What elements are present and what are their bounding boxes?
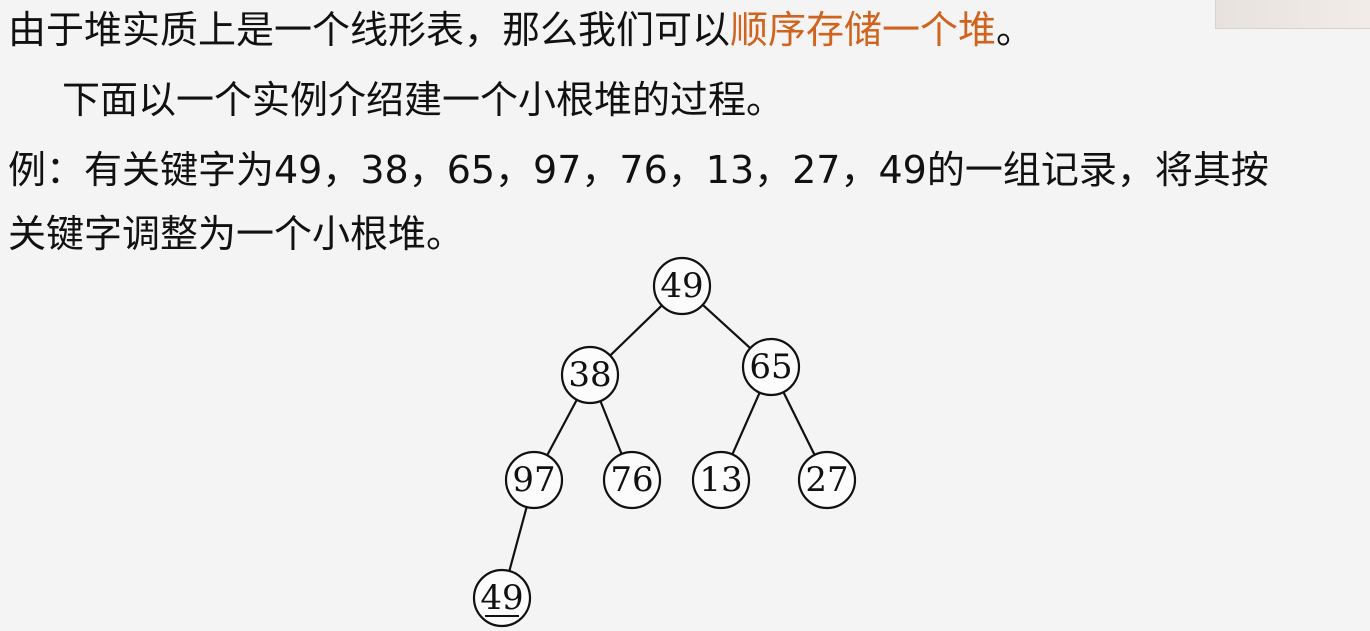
- paragraph-line-1: 由于堆实质上是一个线形表，那么我们可以顺序存储一个堆。: [8, 6, 1034, 54]
- paragraph-line-4: 关键字调整为一个小根堆。: [8, 212, 465, 256]
- tree-node-circle: [602, 450, 662, 510]
- tree-edge-n1-n4: [599, 400, 623, 455]
- tree-node-label: 97: [512, 460, 555, 500]
- line1-highlight-text: 顺序存储一个堆: [730, 8, 997, 52]
- paragraph-line-2: 下面以一个实例介绍建一个小根堆的过程。: [62, 78, 785, 122]
- tree-node-5: 13: [691, 450, 751, 510]
- tree-node-circle: [560, 345, 620, 405]
- tree-node-3: 97: [504, 450, 564, 510]
- tree-node-label: 27: [805, 460, 848, 500]
- tree-node-label: 65: [749, 347, 792, 387]
- tree-node-6: 27: [797, 450, 857, 510]
- tree-edge-n3-n7: [508, 506, 528, 572]
- tree-node-circle: [652, 256, 712, 316]
- tree-node-2: 65: [741, 337, 801, 397]
- tree-node-circle: [797, 450, 857, 510]
- tree-node-circle: [691, 450, 751, 510]
- tree-node-label: 49: [660, 266, 703, 306]
- presenter-thumbnail: [1215, 0, 1370, 29]
- tree-node-circle: [741, 337, 801, 397]
- tree-node-4: 76: [602, 450, 662, 510]
- line1-end-text: 。: [996, 8, 1035, 52]
- tree-node-1: 38: [560, 345, 620, 405]
- paragraph-line-3: 例：有关键字为49，38，65，97，76，13，27，49的一组记录，将其按: [8, 148, 1269, 192]
- tree-node-circle: [472, 568, 532, 628]
- tree-node-label: 13: [699, 460, 742, 500]
- tree-edge-n0-n1: [609, 304, 663, 357]
- tree-edge-n1-n3: [546, 399, 578, 456]
- tree-edge-n2-n6: [782, 391, 816, 456]
- tree-edge-n0-n2: [701, 304, 752, 349]
- tree-node-label: 38: [568, 355, 611, 395]
- line1-text: 由于堆实质上是一个线形表，那么我们可以: [8, 8, 731, 52]
- tree-edge-n2-n5: [731, 392, 761, 455]
- tree-node-7: 49: [472, 568, 532, 628]
- tree-node-0: 49: [652, 256, 712, 316]
- tree-node-circle: [504, 450, 564, 510]
- tree-node-label: 49: [480, 578, 523, 618]
- tree-node-label: 76: [610, 460, 653, 500]
